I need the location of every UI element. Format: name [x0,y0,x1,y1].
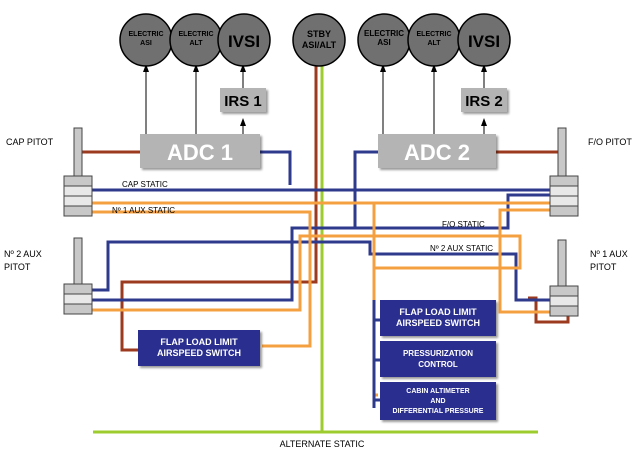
right-ivsi-gauge: IVSI [457,13,511,67]
irs2-box: IRS 2 [461,88,507,112]
units: IRS 1 IRS 2 ADC 1 ADC 2 [140,88,507,168]
no2-aux-static-label: Nº 2 AUX STATIC [430,244,493,253]
no2-aux-pitot-probe [63,237,93,315]
adc1-static-line [260,150,292,185]
arrows [143,64,487,134]
stby-pitot-line [120,62,318,352]
irs2-label: IRS 2 [465,93,503,110]
cap-pitot-line [78,150,140,178]
irs1-label: IRS 1 [224,93,262,110]
right-ivsi-label: IVSI [468,32,500,51]
adc2-label: ADC 2 [404,140,470,165]
alternate-static-label: ALTERNATE STATIC [280,439,365,449]
no1-aux-pitot-probe [549,239,579,317]
left-ivsi-label: IVSI [228,32,260,51]
fo-static-label: F/O STATIC [442,220,485,229]
left-ivsi-gauge: IVSI [217,13,271,67]
irs1-box: IRS 1 [220,88,266,112]
no2-aux-static-line [88,210,312,348]
adc1-box: ADC 1 [140,134,260,168]
cap-pitot-probe [63,127,93,217]
pipes [72,62,570,434]
adc1-label: ADC 1 [167,140,233,165]
fo-pitot-probe [549,127,579,217]
fo-pitot-line [496,150,562,175]
no1-aux-pitot-line [528,296,570,324]
no1-aux-static-label: Nº 1 AUX STATIC [112,206,175,215]
no2-aux-right-link [498,208,556,314]
fo-pitot-label: F/O PITOT [588,137,632,147]
probes [63,127,579,317]
cap-pitot-label: CAP PITOT [6,137,54,147]
adc2-box: ADC 2 [378,134,496,168]
no2-aux-static-blue [90,240,556,302]
adc2-static-line [90,150,380,302]
cap-static-label: CAP STATIC [122,180,168,189]
no2-aux-static-right [90,234,522,312]
